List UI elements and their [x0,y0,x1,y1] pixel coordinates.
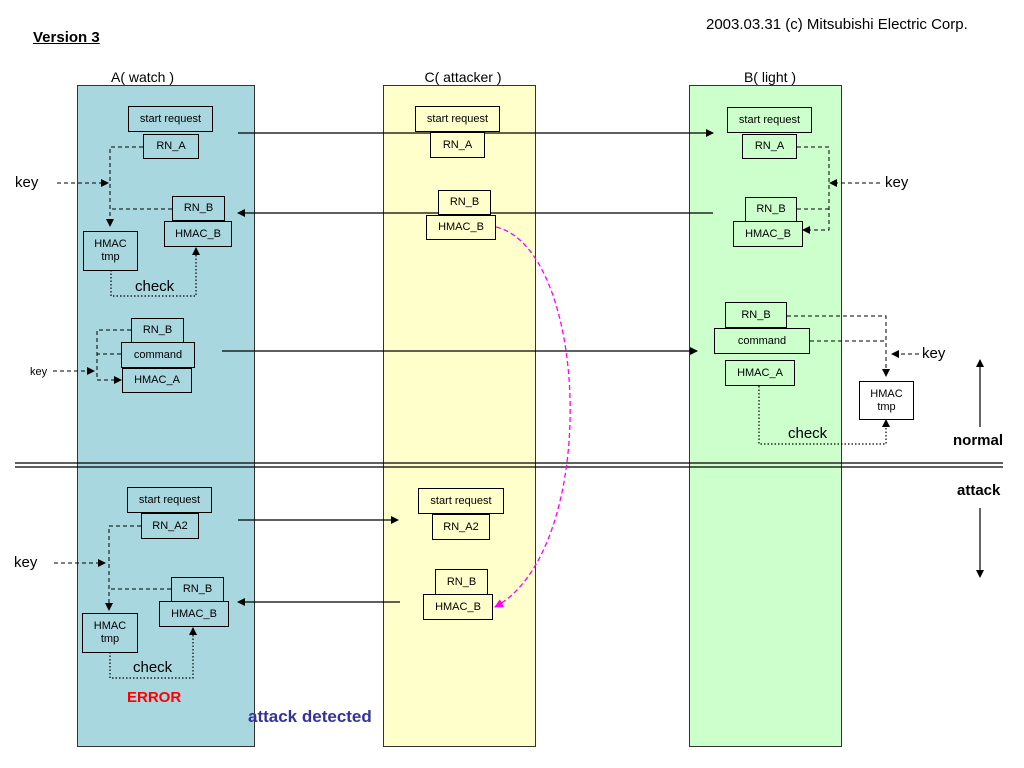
dash-rnb-to-tmp-b [787,315,890,377]
start-request-box-attacker-attack: start request [418,488,504,514]
rn-b-box-attacker-attack: RN_B [435,569,488,595]
hmac-tmp-line2: tmp [101,251,120,263]
rn-a2-box-watch: RN_A2 [141,513,199,539]
check-label-watch-normal: check [135,278,175,295]
lane-title-attacker: C( attacker ) [424,69,502,85]
hmac-tmp-line1: HMAC [94,238,127,250]
check-label-light: check [788,425,828,442]
dash-rna2-to-tmp-a [105,525,141,611]
lane-title-light: B( light ) [743,69,797,85]
hmac-tmp-line1: HMAC [93,620,127,632]
command-box-watch: command [121,342,195,368]
hmac-b-box-light: HMAC_B [733,221,803,247]
hmac-tmp-box-watch: HMAC tmp [83,231,138,271]
attack-detected-label: attack detected [248,707,372,726]
error-label: ERROR [127,689,182,706]
rn-a-box-watch: RN_A [143,134,199,159]
version-label: Version 3 [33,29,100,46]
rn-a2-box-attacker: RN_A2 [432,514,490,540]
rn-a-box-light: RN_A [742,134,797,159]
normal-label: normal [953,432,1004,449]
hmac-tmp-line1: HMAC [870,387,903,400]
hmac-a-box-light: HMAC_A [725,360,795,386]
key-label-light-normal: key [885,174,909,191]
dash-rna-to-hmacb-b [797,146,830,234]
key-label-light-command: key [922,345,946,362]
hmac-tmp-box-watch-attack: HMAC tmp [82,613,138,653]
hmac-tmp-line2: tmp [100,633,120,645]
hmac-tmp-box-light: HMAC tmp [859,381,914,420]
start-request-box-watch-attack: start request [127,487,212,513]
check-label-watch-attack: check [133,659,173,676]
start-request-box-watch: start request [128,106,213,132]
start-request-box-attacker: start request [415,106,500,132]
lane-light [689,85,842,747]
rn-a-box-attacker: RN_A [430,132,485,158]
key-label-watch-command: key [30,366,48,378]
hmac-tmp-line2: tmp [877,400,896,413]
lane-title-watch: A( watch ) [110,69,174,85]
hmac-b-box-watch-attack: HMAC_B [159,601,229,627]
rn-b-box-light-command: RN_B [725,302,787,328]
hmac-b-box-attacker: HMAC_B [426,215,496,240]
start-request-box-light: start request [727,107,812,133]
rn-b-box-light: RN_B [745,197,797,222]
dash-rna-to-hmac-tmp-a [106,146,143,227]
command-box-light: command [714,328,810,354]
copyright-label: 2003.03.31 (c) Mitsubishi Electric Corp. [706,16,968,33]
rn-b-box-attacker: RN_B [438,190,491,215]
attack-label: attack [957,482,1001,499]
rn-b-box-watch-command: RN_B [131,318,184,343]
hmac-a-box-watch: HMAC_A [122,368,192,393]
replay-attack-arrow [494,226,571,608]
hmac-b-box-watch: HMAC_B [164,221,232,247]
hmac-b-box-attacker-attack: HMAC_B [423,594,493,620]
rn-b-box-watch-attack: RN_B [171,577,224,602]
dash-rnb-to-hmaca-a [96,329,131,384]
key-label-watch-normal: key [15,174,39,191]
key-label-watch-attack: key [14,554,38,571]
rn-b-box-watch: RN_B [172,196,225,221]
dotted-check-b-command [758,386,890,445]
dotted-check-a-attack [109,627,197,679]
